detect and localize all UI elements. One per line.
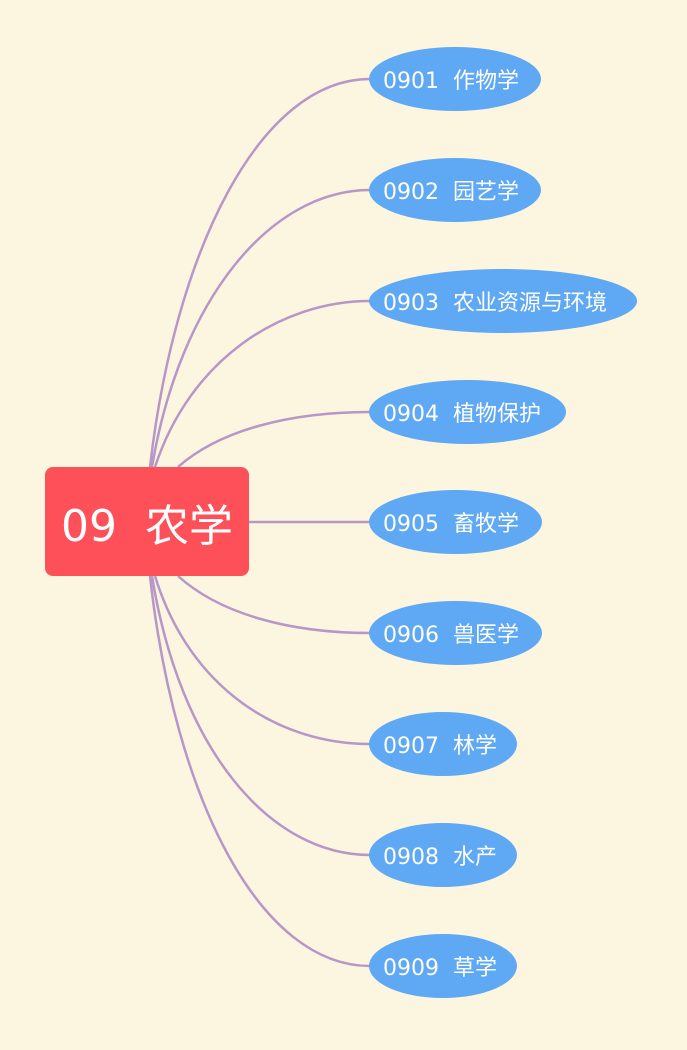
child-node-0905[interactable]: 0905 畜牧学 xyxy=(369,490,542,554)
child-node-label: 0908 水产 xyxy=(383,845,497,870)
child-node-label: 0909 草学 xyxy=(383,956,497,981)
child-node-0901[interactable]: 0901 作物学 xyxy=(369,47,541,111)
child-node-0904[interactable]: 0904 植物保护 xyxy=(369,380,566,444)
connector-0907 xyxy=(153,575,371,746)
child-node-label: 0904 植物保护 xyxy=(383,402,541,427)
connector-0903 xyxy=(153,299,371,468)
child-node-label: 0906 兽医学 xyxy=(383,623,519,648)
connector-0901 xyxy=(148,77,371,468)
connector-0909 xyxy=(148,575,371,968)
child-node-0906[interactable]: 0906 兽医学 xyxy=(369,601,542,665)
child-node-label: 0903 农业资源与环境 xyxy=(383,291,607,316)
child-node-0907[interactable]: 0907 林学 xyxy=(369,712,517,776)
child-node-label: 0905 畜牧学 xyxy=(383,512,519,537)
root-node[interactable]: 09 农学 xyxy=(45,467,249,576)
child-node-0903[interactable]: 0903 农业资源与环境 xyxy=(369,269,637,333)
root-node-label: 09 农学 xyxy=(61,500,233,552)
child-node-label: 0902 园艺学 xyxy=(383,180,519,205)
child-node-label: 0901 作物学 xyxy=(383,69,519,94)
connector-0902 xyxy=(150,188,371,468)
child-node-0909[interactable]: 0909 草学 xyxy=(369,934,517,998)
connector-0906 xyxy=(177,575,371,635)
connector-0904 xyxy=(177,410,371,468)
child-node-label: 0907 林学 xyxy=(383,734,497,759)
connector-0908 xyxy=(150,575,371,857)
child-node-0902[interactable]: 0902 园艺学 xyxy=(369,158,541,222)
child-node-0908[interactable]: 0908 水产 xyxy=(369,823,517,887)
